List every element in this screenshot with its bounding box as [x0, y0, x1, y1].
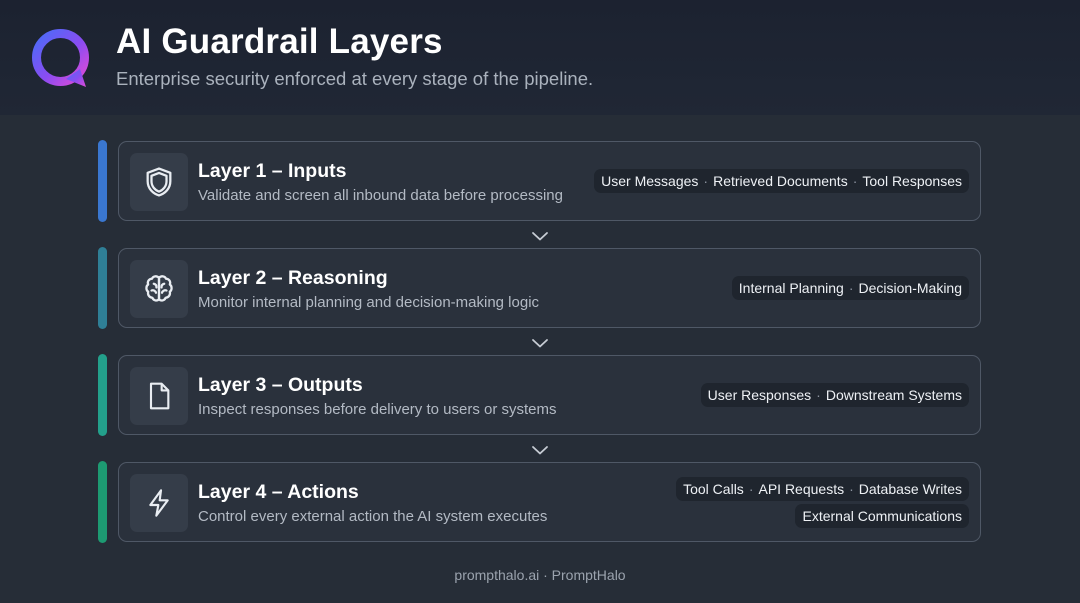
- layer-tag: Database Writes: [858, 481, 962, 497]
- layer-accent-bar: [98, 140, 107, 222]
- layer-tag: Retrieved Documents: [713, 173, 848, 189]
- layer-tag: User Responses: [707, 387, 812, 403]
- chevron-down-icon: [532, 232, 548, 241]
- layer-accent-bar: [98, 354, 107, 436]
- layer-tag-group: User Messages·Retrieved Documents·Tool R…: [594, 169, 969, 193]
- layer-tag-group: Tool Calls·API Requests·Database Writes: [676, 477, 969, 501]
- layer-accent-bar: [98, 461, 107, 543]
- shield-icon: [130, 153, 188, 211]
- layer-tag-group: Internal Planning·Decision-Making: [731, 276, 969, 300]
- prompthalo-logo: [32, 29, 89, 87]
- page-subtitle: Enterprise security enforced at every st…: [116, 68, 594, 89]
- layer-tag: Internal Planning: [738, 280, 844, 296]
- tag-separator: ·: [748, 481, 754, 497]
- layer-title: Layer 3 – Outputs: [198, 374, 363, 396]
- layer-accent-bar: [98, 247, 107, 329]
- tag-separator: ·: [703, 173, 709, 189]
- tag-separator: ·: [849, 481, 854, 497]
- chevron-down-icon: [532, 446, 548, 455]
- brain-icon: [130, 260, 188, 318]
- footer-credit: prompthalo.ai · PromptHalo: [454, 567, 626, 583]
- layer-description: Monitor internal planning and decision-m…: [198, 294, 540, 311]
- layer-title: Layer 1 – Inputs: [198, 160, 347, 182]
- layer-tag: Downstream Systems: [825, 387, 962, 403]
- layer-tag: External Communications: [802, 508, 962, 524]
- document-icon: [130, 367, 188, 425]
- layer-tag: User Messages: [601, 173, 699, 189]
- layer-tag: API Requests: [758, 481, 845, 497]
- layer-description: Validate and screen all inbound data bef…: [198, 187, 563, 204]
- chevron-down-icon: [532, 339, 548, 348]
- tag-separator: ·: [816, 387, 821, 403]
- layer-tag: Tool Responses: [862, 173, 962, 189]
- page-title: AI Guardrail Layers: [116, 22, 443, 61]
- header: AI Guardrail Layers Enterprise security …: [0, 0, 1080, 115]
- layer-tag: Tool Calls: [683, 481, 744, 497]
- layer-tag-group: External Communications: [795, 504, 969, 528]
- layer-title: Layer 2 – Reasoning: [198, 267, 388, 289]
- tag-separator: ·: [848, 280, 854, 296]
- tag-separator: ·: [852, 173, 858, 189]
- layer-tag: Decision-Making: [858, 280, 962, 296]
- layer-title: Layer 4 – Actions: [198, 481, 359, 503]
- layer-description: Control every external action the AI sys…: [198, 508, 548, 525]
- lightning-icon: [130, 474, 188, 532]
- layer-description: Inspect responses before delivery to use…: [198, 401, 557, 418]
- layer-tag-group: User Responses·Downstream Systems: [700, 383, 969, 407]
